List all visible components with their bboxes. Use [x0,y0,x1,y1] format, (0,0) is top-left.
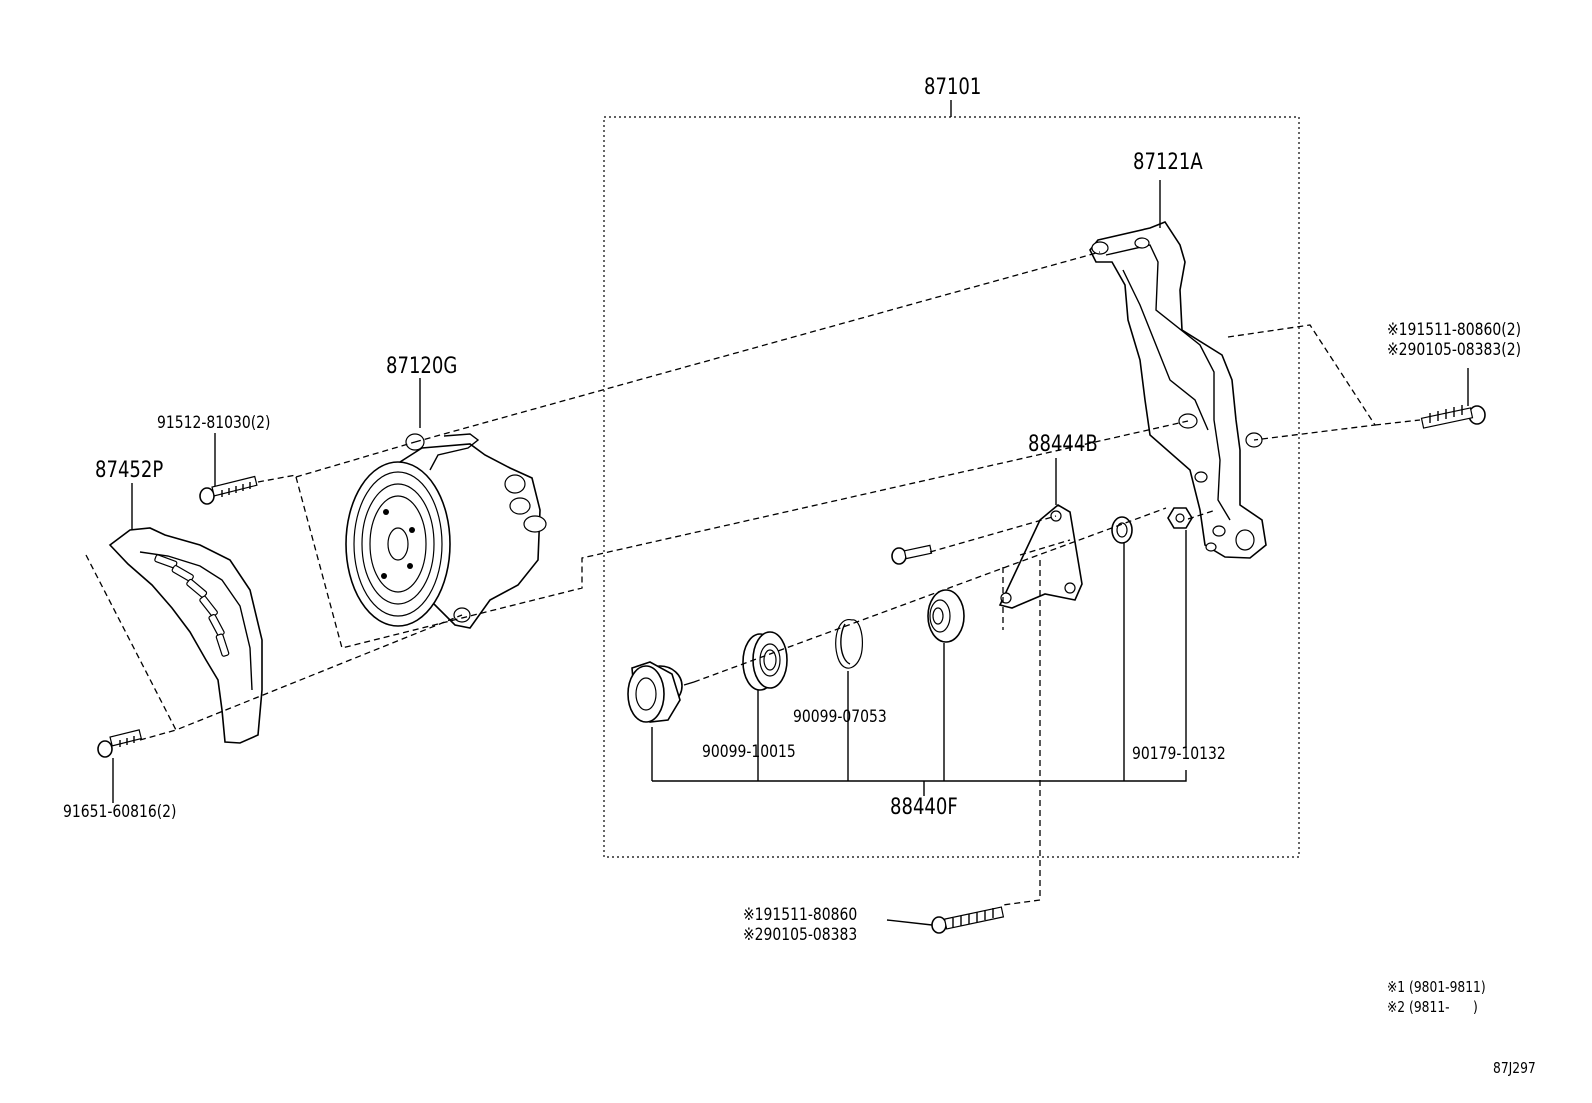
assembly-part-number: 87101 [924,75,982,100]
bolt-bottom-left-part-number: 91651-60816(2) [63,802,177,822]
right-bolt-part-number-2: ※290105-08383(2) [1387,340,1522,360]
nut-icon [1167,507,1193,529]
assembly-frame [603,116,1300,858]
bearing-part-number: 90099-10015 [702,742,796,762]
washer-icon [1111,516,1133,544]
bottom-bolt-leader [886,919,933,926]
mount-line [1374,419,1421,426]
bolt-icon [1420,405,1486,429]
ac-compressor-icon [345,433,547,629]
mount-line [693,507,1167,683]
mount-line [1019,539,1071,556]
idler-pulley-icon [627,661,695,723]
footnote-1: ※1 (9801-9811) [1387,978,1486,996]
mount-line [929,515,1057,553]
bolt-icon [97,729,143,758]
mount-line [257,474,297,483]
mount-line [1187,509,1217,520]
idler-assy-bracket [652,770,1187,782]
nut-part-number: 90179-10132 [1132,744,1226,764]
mount-line [295,441,416,478]
cover-part-number: 87452P [95,458,164,483]
bearing-icon [742,631,788,691]
mount-line [295,420,1189,649]
washer-icon [927,589,965,643]
mount-line [85,554,463,731]
idler-bracket-part-number: 88444B [1028,432,1098,457]
mount-line [139,729,177,741]
mount-line [1002,560,1041,906]
bottom-bolt-part-number-1: ※191511-80860 [743,905,858,925]
snap-ring-icon [835,619,863,669]
footnote-2: ※2 (9811- ) [1387,998,1478,1016]
snap-ring-part-number: 90099-07053 [793,707,887,727]
bolt-icon [199,475,258,505]
idler-assy-part-number: 88440F [890,795,958,820]
bolt-top-left-part-number: 91512-81030(2) [157,413,271,433]
mounting-bracket-icon [1089,221,1267,559]
bolt-icon [891,544,933,565]
figure-reference: 87J297 [1493,1059,1536,1077]
bottom-bolt-part-number-2: ※290105-08383 [743,925,858,945]
belt-cover-icon [108,527,263,744]
mount-line [414,251,1101,443]
bracket-part-number: 87121A [1133,150,1203,175]
right-bolt-part-number-1: ※191511-80860(2) [1387,320,1522,340]
bolt-icon [931,906,1005,934]
compressor-part-number: 87120G [386,354,458,379]
mount-line [1227,324,1377,441]
